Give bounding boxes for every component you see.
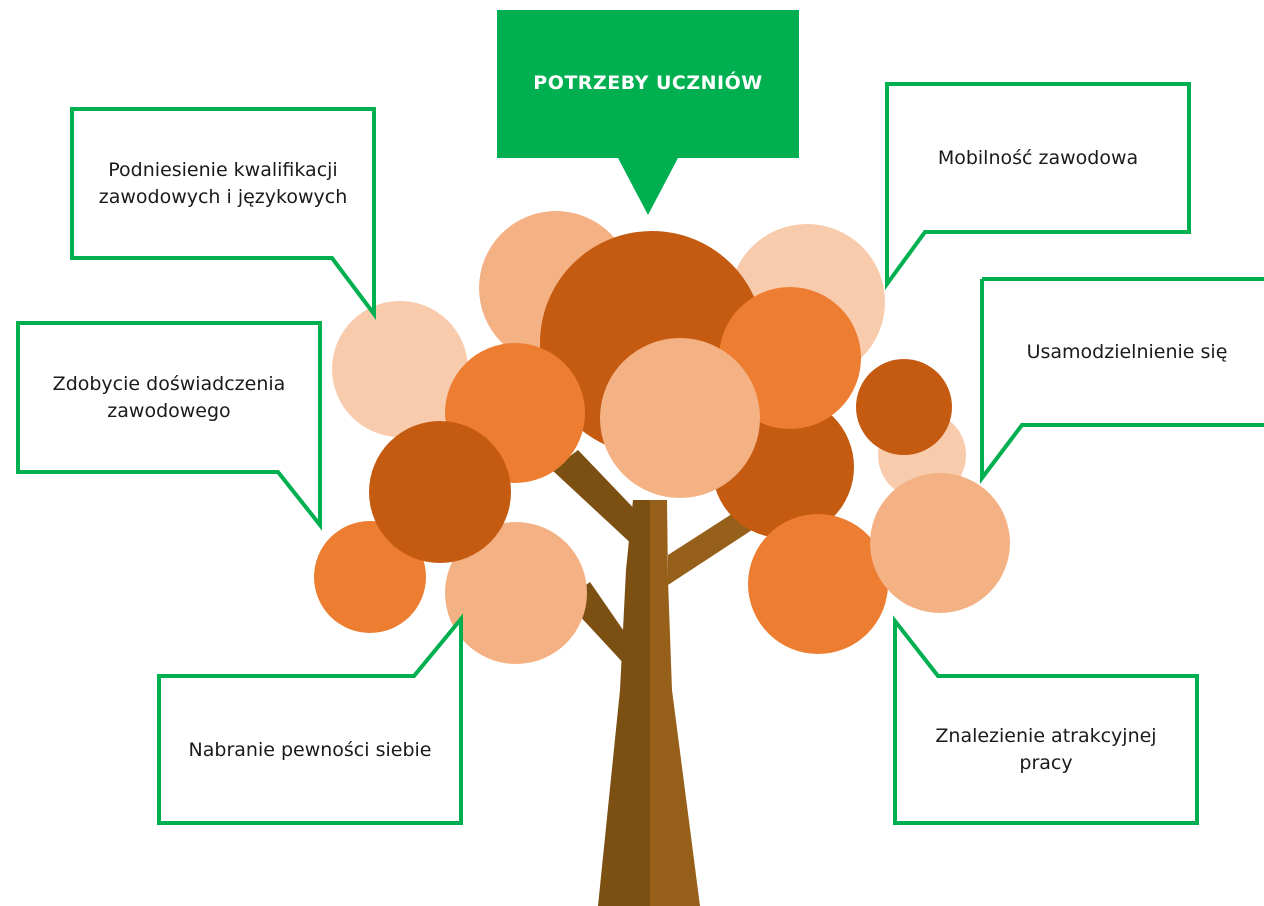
branch-left-upper — [552, 450, 645, 548]
canopy-circle — [856, 359, 952, 455]
need-label-mobility: Mobilność zawodowa — [937, 146, 1139, 169]
canopy-circle — [445, 522, 587, 664]
callout-bubble-job — [893, 615, 1199, 825]
canopy-circle — [369, 421, 511, 563]
callout-bubble-confidence — [157, 613, 463, 825]
title-box — [497, 10, 799, 158]
trunk-left-half — [598, 500, 650, 906]
need-label-independence: Usamodzielnienie się — [1026, 340, 1228, 363]
canopy-circle — [600, 338, 760, 498]
callout-bubble-mobility — [885, 82, 1191, 291]
title-pointer — [618, 158, 678, 215]
diagram-title: POTRZEBY UCZNIÓW — [533, 72, 763, 94]
callout-bubble-independence — [980, 277, 1264, 484]
need-label-job: Znalezienie atrakcyjnej pracy — [935, 725, 1157, 774]
tree-trunk — [552, 450, 752, 906]
need-label-confidence: Nabranie pewności siebie — [188, 738, 432, 761]
tree-canopy — [314, 211, 1010, 664]
canopy-circle — [870, 473, 1010, 613]
need-label-qualifications: Podniesienie kwalifikacji zawodowych i j… — [98, 158, 348, 208]
callout-bubble-experience — [16, 321, 322, 531]
canopy-circle — [332, 301, 468, 437]
trunk-right-half — [650, 500, 700, 906]
title-callout — [497, 10, 799, 215]
need-label-experience: Zdobycie doświadczenia zawodowego — [52, 372, 286, 422]
branch-right — [668, 510, 752, 585]
callout-bubble-qualifications — [70, 107, 376, 320]
canopy-circle — [748, 514, 888, 654]
